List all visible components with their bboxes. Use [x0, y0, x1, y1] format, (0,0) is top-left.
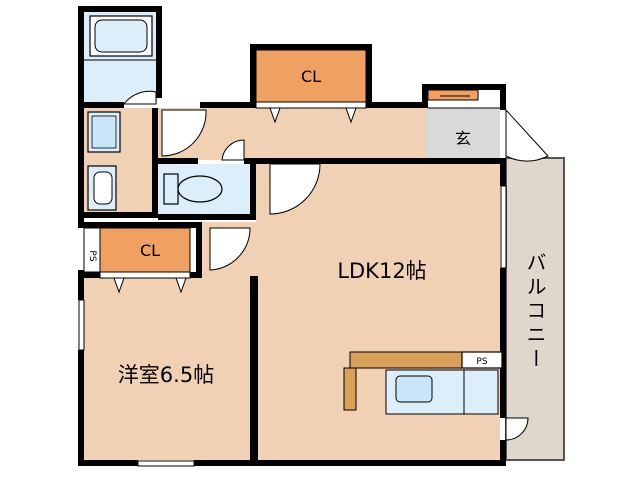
- ps-box-left: [83, 227, 101, 273]
- entrance-shoe-closet: [427, 89, 479, 101]
- toilet-icon: [163, 173, 223, 205]
- western-room-label: 洋室6.5帖: [118, 363, 214, 387]
- entrance-label: 玄: [455, 129, 471, 148]
- window-left: [78, 299, 85, 351]
- kitchen-sink-icon: [395, 375, 433, 403]
- western-room-floor: [84, 276, 256, 460]
- kitchen-counter-side: [343, 367, 357, 411]
- window-right: [500, 185, 507, 269]
- ps-left-label: PS: [87, 250, 97, 261]
- closet-top: [255, 49, 367, 103]
- ps-kitchen-label: PS: [476, 357, 487, 367]
- balcony-label: バルコニー: [523, 252, 547, 372]
- door-swings: [122, 90, 549, 441]
- washbasin-icon: [87, 111, 121, 153]
- entrance-floor: [426, 108, 500, 158]
- kitchen-ps-box: [461, 351, 503, 369]
- closet-door-marks: [99, 101, 367, 294]
- kitchen-counter-top: [349, 351, 463, 369]
- balcony-floor: [505, 157, 565, 461]
- closet-top-label: CL: [301, 67, 321, 86]
- washing-machine-icon: [87, 165, 117, 211]
- kitchen: [343, 351, 503, 415]
- window-bottom: [137, 460, 195, 467]
- closet-left-label: CL: [140, 241, 160, 260]
- windows: [78, 185, 507, 467]
- ldk-label: LDK12帖: [337, 259, 426, 283]
- closet-left: [99, 227, 191, 273]
- walls: [78, 6, 506, 466]
- bathtub-icon: [84, 15, 156, 61]
